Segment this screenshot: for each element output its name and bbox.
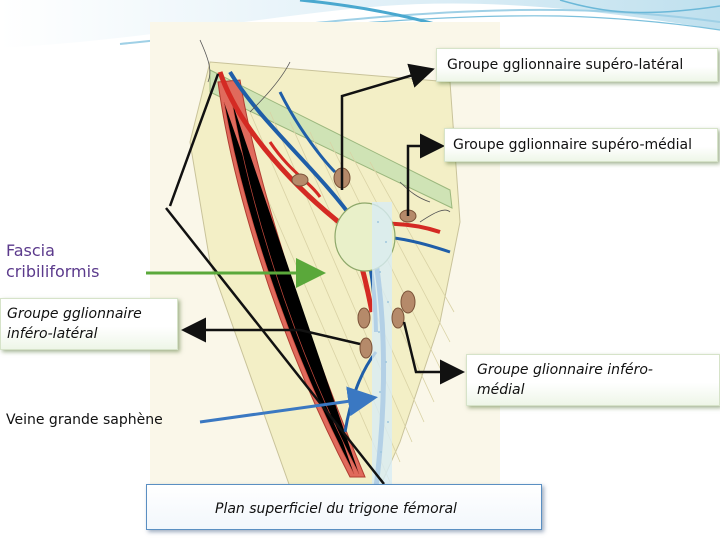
lymph-node <box>399 209 417 223</box>
femoral-trigone-illustration <box>150 22 500 492</box>
label-fascia-line2: cribiliformis <box>6 262 100 281</box>
lymph-node <box>391 307 405 329</box>
label-inferomedial-line1: Groupe glionnaire inféro- <box>477 362 653 378</box>
label-superolateral-text: Groupe gglionnaire supéro-latéral <box>447 57 684 73</box>
label-veine-text: Veine grande saphène <box>6 412 163 428</box>
lymph-node <box>357 307 371 329</box>
lymph-node <box>359 337 373 359</box>
label-inferolateral-line1: Groupe gglionnaire <box>7 306 142 322</box>
label-superomedial-group: Groupe gglionnaire supéro-médial <box>444 128 718 162</box>
caption-femoral-trigone: Plan superficiel du trigone fémoral <box>146 484 542 530</box>
label-inferolateral-line2: inféro-latéral <box>7 326 98 342</box>
lymph-node <box>400 290 416 314</box>
label-superolateral-group: Groupe gglionnaire supéro-latéral <box>436 48 718 82</box>
label-inferomedial-line2: médial <box>477 382 525 398</box>
label-inferomedial-group: Groupe glionnaire inféro- médial <box>466 354 720 406</box>
label-superomedial-text: Groupe gglionnaire supéro-médial <box>453 137 693 153</box>
label-great-saphenous-vein: Veine grande saphène <box>6 410 196 430</box>
lymph-node <box>291 173 309 187</box>
lymph-node <box>333 167 351 189</box>
label-inferolateral-group: Groupe gglionnaire inféro-latéral <box>0 298 178 350</box>
caption-text: Plan superficiel du trigone fémoral <box>215 501 457 517</box>
label-fascia-cribriformis: Fascia cribiliformis <box>6 240 136 282</box>
label-fascia-line1: Fascia <box>6 241 55 260</box>
